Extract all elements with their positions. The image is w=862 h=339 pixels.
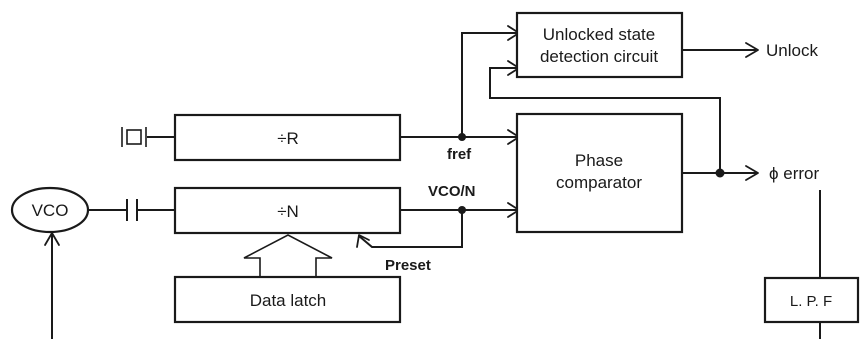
unlock-detector-box (515, 11, 684, 79)
data-latch-label: Data latch (250, 291, 327, 310)
data-latch-box (173, 275, 402, 324)
vco-label: VCO (32, 201, 69, 220)
unlock-detector-label-2: detection circuit (540, 47, 658, 66)
signal-phi-error: ϕ error (769, 164, 819, 183)
vco-box (10, 186, 90, 234)
arrowhead-phase-error-output (745, 165, 759, 181)
arrowhead-preset (356, 234, 370, 248)
signal-unlock: Unlock (766, 41, 818, 60)
phase-comparator-label-1: Phase (575, 151, 623, 170)
crystal-icon (121, 127, 147, 147)
divider-r-label: ÷R (277, 129, 299, 148)
signal-vco-n: VCO/N (428, 183, 476, 200)
wire-fref-to-unlock-detector (461, 32, 517, 137)
bus-arrow-icon (243, 234, 333, 278)
lpf-box (763, 276, 860, 324)
phase-comparator-box (515, 112, 684, 234)
signal-preset: Preset (385, 257, 431, 274)
junction-fref (458, 133, 466, 141)
divider-n-box (173, 186, 402, 235)
signal-fref: fref (447, 146, 472, 163)
unlock-detector-label-1: Unlocked state (543, 25, 655, 44)
junction-phase-error (715, 168, 725, 178)
divider-n-label: ÷N (277, 202, 299, 221)
capacitor-icon (126, 199, 138, 221)
divider-r-box (173, 113, 402, 162)
lpf-label: L. P. F (790, 293, 832, 310)
wire-preset-loop (358, 210, 463, 248)
arrowhead-unlock-output (745, 42, 759, 58)
junction-vco-n (458, 206, 466, 214)
phase-comparator-label-2: comparator (556, 173, 642, 192)
wire-feedback-to-unlock-detector (489, 67, 721, 173)
